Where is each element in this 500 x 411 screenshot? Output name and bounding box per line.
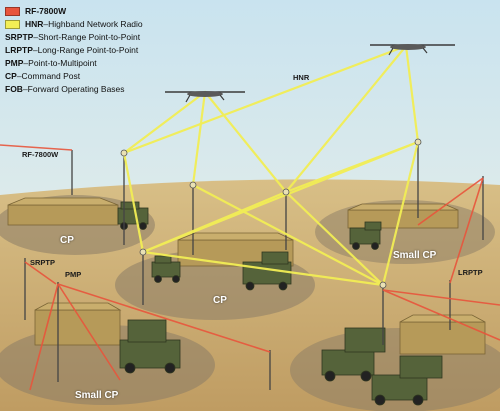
rf7800w-link (57, 283, 121, 381)
humvee-icon (321, 327, 386, 382)
rf7800w-link (29, 283, 59, 391)
hnr-link (285, 45, 407, 193)
legend-item-srptp: SRPTP–Short-Range Point-to-Point (5, 32, 141, 42)
small-cp-bottom-label: Small CP (75, 390, 119, 401)
lrptp-label: LRPTP (458, 268, 483, 277)
hnr-label: HNR (293, 73, 310, 82)
hnr-link (122, 152, 145, 253)
small-cp-right-label: Small CP (393, 250, 437, 261)
legend-item-fob: FOB–Forward Operating Bases (5, 84, 125, 94)
cp-left-label: CP (60, 235, 74, 246)
rf7800w-link (24, 261, 57, 285)
pmp-label: PMP (65, 270, 82, 279)
yellow-swatch-icon (5, 20, 20, 29)
hnr-link (142, 140, 419, 254)
humvee-icon (349, 221, 382, 250)
humvee-icon (119, 319, 181, 374)
rf7800w-link (449, 177, 484, 284)
radio-node (120, 149, 128, 157)
legend-item-lrptp: LRPTP–Long-Range Point-to-Point (5, 45, 139, 55)
red-swatch-icon (5, 7, 20, 16)
hnr-link (404, 45, 420, 143)
legend-item-hnr: HNR–Highband Network Radio (5, 18, 143, 31)
hnr-link (191, 91, 207, 186)
legend-item-pmp: PMP–Point-to-Multipoint (5, 58, 97, 68)
hnr-link (192, 184, 384, 286)
hnr-link (142, 250, 384, 287)
uav-drone-icon (165, 91, 245, 103)
rf7800w-label: RF-7800W (22, 150, 59, 159)
hnr-link (381, 141, 420, 286)
radio-node (414, 138, 422, 146)
humvee-icon (117, 201, 149, 230)
hnr-link (123, 44, 407, 155)
rf7800w-link (382, 289, 500, 341)
legend-item-rf7800w: RF-7800W (5, 5, 143, 18)
hnr-link (285, 191, 384, 286)
legend-item-cp: CP–Command Post (5, 71, 81, 81)
humvee-icon (151, 255, 181, 283)
rf7800w-link (382, 289, 500, 306)
rf7800w-link (57, 283, 271, 353)
legend: RF-7800W HNR–Highband Network Radio SRPT… (5, 5, 143, 96)
rf7800w-link (417, 177, 484, 226)
radio-node (139, 248, 147, 256)
hnr-link (123, 90, 419, 194)
srptp-label: SRPTP (30, 258, 56, 267)
tent-shelter-icon (399, 314, 486, 355)
tent-shelter-icon (7, 197, 119, 226)
radio-node (189, 181, 197, 189)
cp-center-label: CP (213, 295, 227, 306)
uav-drone-icon (370, 44, 455, 56)
rf7800w-link (0, 144, 73, 151)
humvee-icon (371, 355, 443, 406)
radio-node (379, 281, 387, 289)
radio-node (282, 188, 290, 196)
